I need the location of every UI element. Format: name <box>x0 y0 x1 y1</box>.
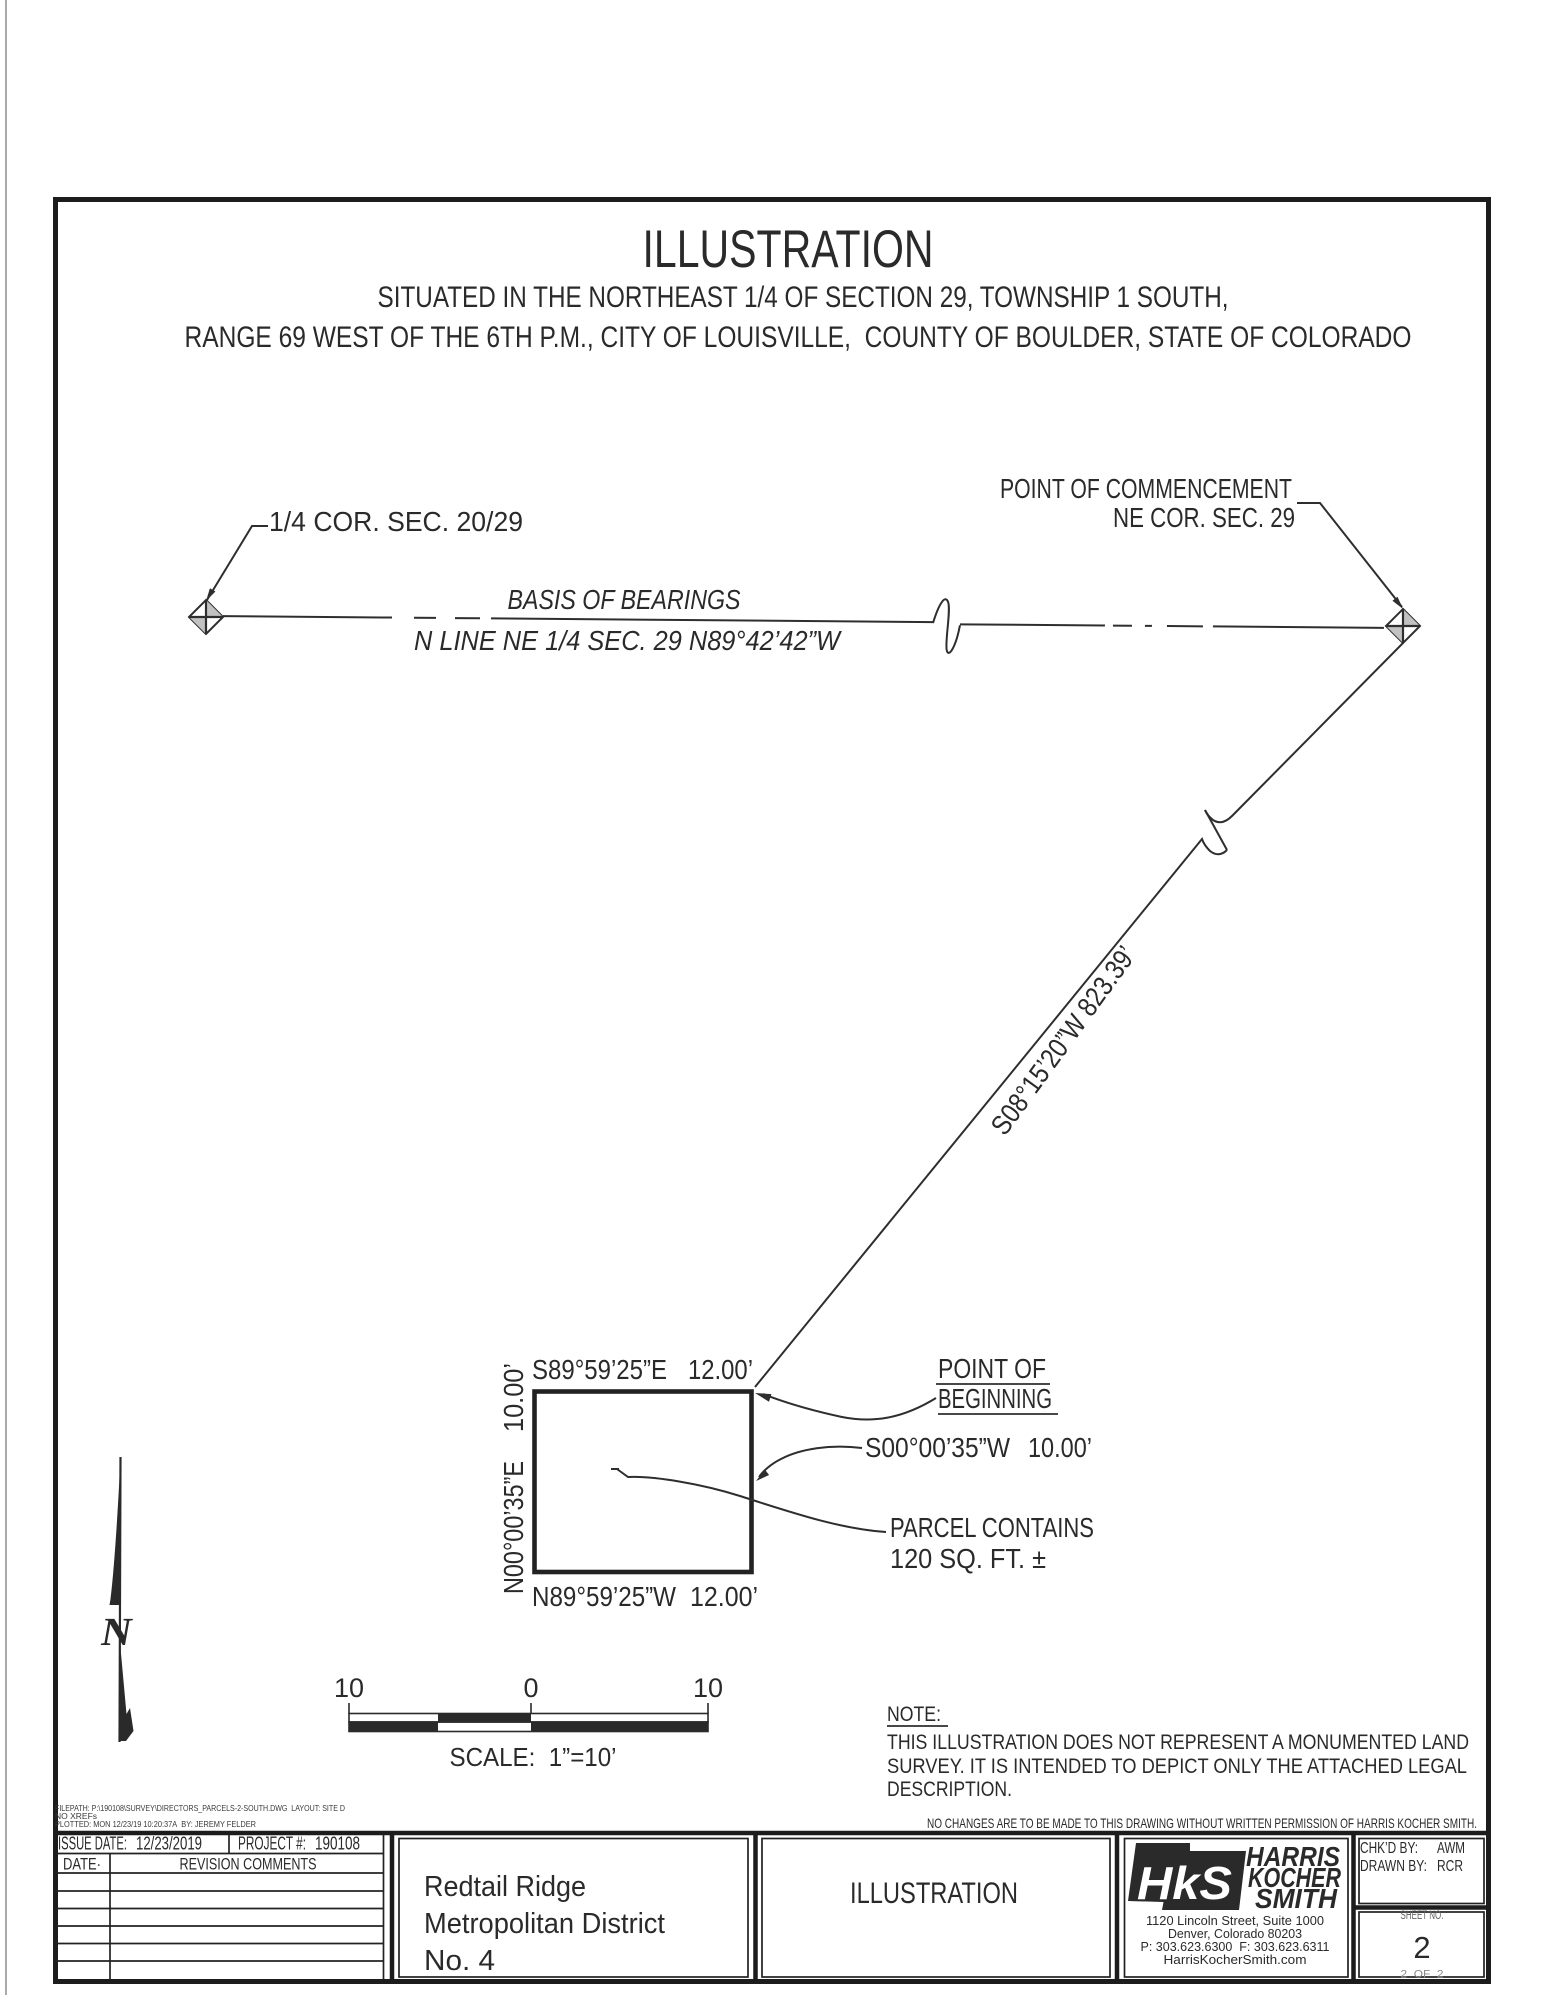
svg-text:NO CHANGES ARE TO BE MADE TO T: NO CHANGES ARE TO BE MADE TO THIS DRAWIN… <box>927 1815 1477 1831</box>
svg-text:FILEPATH: P:\190108\SURVEY\DIR: FILEPATH: P:\190108\SURVEY\DIRECTORS_PAR… <box>55 1803 345 1813</box>
svg-text:12.00’: 12.00’ <box>690 1581 758 1612</box>
svg-text:DESCRIPTION.: DESCRIPTION. <box>887 1778 1012 1801</box>
svg-text:HarrisKocherSmith.com: HarrisKocherSmith.com <box>1164 1953 1307 1967</box>
svg-text:10.00’: 10.00’ <box>1028 1432 1092 1463</box>
svg-text:POINT OF COMMENCEMENT: POINT OF COMMENCEMENT <box>1000 473 1292 504</box>
svg-text:SCALE: 1”=10’: SCALE: 1”=10’ <box>450 1742 617 1772</box>
svg-text:S00°00’35”W: S00°00’35”W <box>865 1432 1011 1463</box>
svg-text:SURVEY. IT IS INTENDED TO DEPI: SURVEY. IT IS INTENDED TO DEPICT ONLY TH… <box>887 1755 1467 1778</box>
svg-text:RANGE 69 WEST OF THE 6TH P.M.,: RANGE 69 WEST OF THE 6TH P.M., CITY OF L… <box>185 321 1412 354</box>
svg-text:Redtail Ridge: Redtail Ridge <box>424 1871 586 1903</box>
svg-text:Denver, Colorado 80203: Denver, Colorado 80203 <box>1168 1927 1302 1941</box>
svg-text:SMITH: SMITH <box>1255 1883 1338 1914</box>
svg-text:HkS: HkS <box>1137 1857 1232 1909</box>
svg-text:PARCEL CONTAINS: PARCEL CONTAINS <box>890 1512 1094 1543</box>
svg-text:PLOTTED: MON 12/23/19 10:20:37: PLOTTED: MON 12/23/19 10:20:37A BY: JERE… <box>55 1819 256 1829</box>
svg-text:10.00’: 10.00’ <box>498 1363 529 1432</box>
svg-text:SITUATED IN THE NORTHEAST 1/4: SITUATED IN THE NORTHEAST 1/4 OF SECTION… <box>378 281 1229 314</box>
svg-text:DRAWN BY:: DRAWN BY: <box>1360 1858 1427 1875</box>
svg-text:N LINE NE 1/4 SEC. 29 N89°42’4: N LINE NE 1/4 SEC. 29 N89°42’42”W <box>414 625 842 656</box>
svg-text:Metropolitan District: Metropolitan District <box>424 1908 665 1940</box>
svg-text:REVISION COMMENTS: REVISION COMMENTS <box>180 1855 317 1874</box>
svg-text:AWM: AWM <box>1437 1840 1465 1857</box>
svg-text:1/4 COR. SEC. 20/29: 1/4 COR. SEC. 20/29 <box>269 506 523 537</box>
svg-text:BASIS OF BEARINGS: BASIS OF BEARINGS <box>508 584 741 615</box>
svg-text:NE COR. SEC. 29: NE COR. SEC. 29 <box>1113 502 1295 533</box>
svg-text:NOTE:: NOTE: <box>887 1703 941 1726</box>
svg-text:120 SQ. FT. ±: 120 SQ. FT. ± <box>890 1543 1046 1574</box>
svg-text:P: 303.623.6300 F: 303.623.63: P: 303.623.6300 F: 303.623.6311 <box>1141 1940 1330 1954</box>
svg-text:No. 4: No. 4 <box>424 1945 495 1977</box>
svg-text:10: 10 <box>693 1673 723 1703</box>
svg-text:190108: 190108 <box>315 1834 360 1854</box>
svg-text:CHK’D BY:: CHK’D BY: <box>1360 1840 1418 1857</box>
svg-text:POINT OF: POINT OF <box>938 1353 1046 1384</box>
svg-text:N89°59’25”W: N89°59’25”W <box>532 1581 676 1612</box>
svg-text:12.00’: 12.00’ <box>688 1354 753 1385</box>
svg-text:N00°00’35”E: N00°00’35”E <box>498 1461 529 1594</box>
svg-text:SHEET NO.: SHEET NO. <box>1401 1910 1444 1922</box>
svg-text:ILLUSTRATION: ILLUSTRATION <box>643 220 934 279</box>
svg-text:S89°59’25”E: S89°59’25”E <box>532 1354 667 1385</box>
svg-text:BEGINNING: BEGINNING <box>938 1383 1052 1414</box>
svg-text:2 OF 2: 2 OF 2 <box>1401 1969 1444 1981</box>
svg-text:DATE·: DATE· <box>63 1855 101 1874</box>
svg-text:THIS ILLUSTRATION DOES NOT REP: THIS ILLUSTRATION DOES NOT REPRESENT A M… <box>887 1731 1469 1754</box>
svg-text:ILLUSTRATION: ILLUSTRATION <box>850 1877 1018 1910</box>
svg-text:PROJECT #:: PROJECT #: <box>238 1834 306 1854</box>
svg-text:ISSUE DATE:: ISSUE DATE: <box>58 1834 127 1854</box>
svg-text:1120 Lincoln Street, Suite 100: 1120 Lincoln Street, Suite 1000 <box>1146 1914 1324 1928</box>
svg-text:10: 10 <box>334 1673 364 1703</box>
svg-text:12/23/2019: 12/23/2019 <box>136 1834 202 1854</box>
svg-text:RCR: RCR <box>1437 1858 1463 1875</box>
svg-text:2: 2 <box>1413 1930 1430 1965</box>
svg-text:0: 0 <box>523 1673 538 1703</box>
